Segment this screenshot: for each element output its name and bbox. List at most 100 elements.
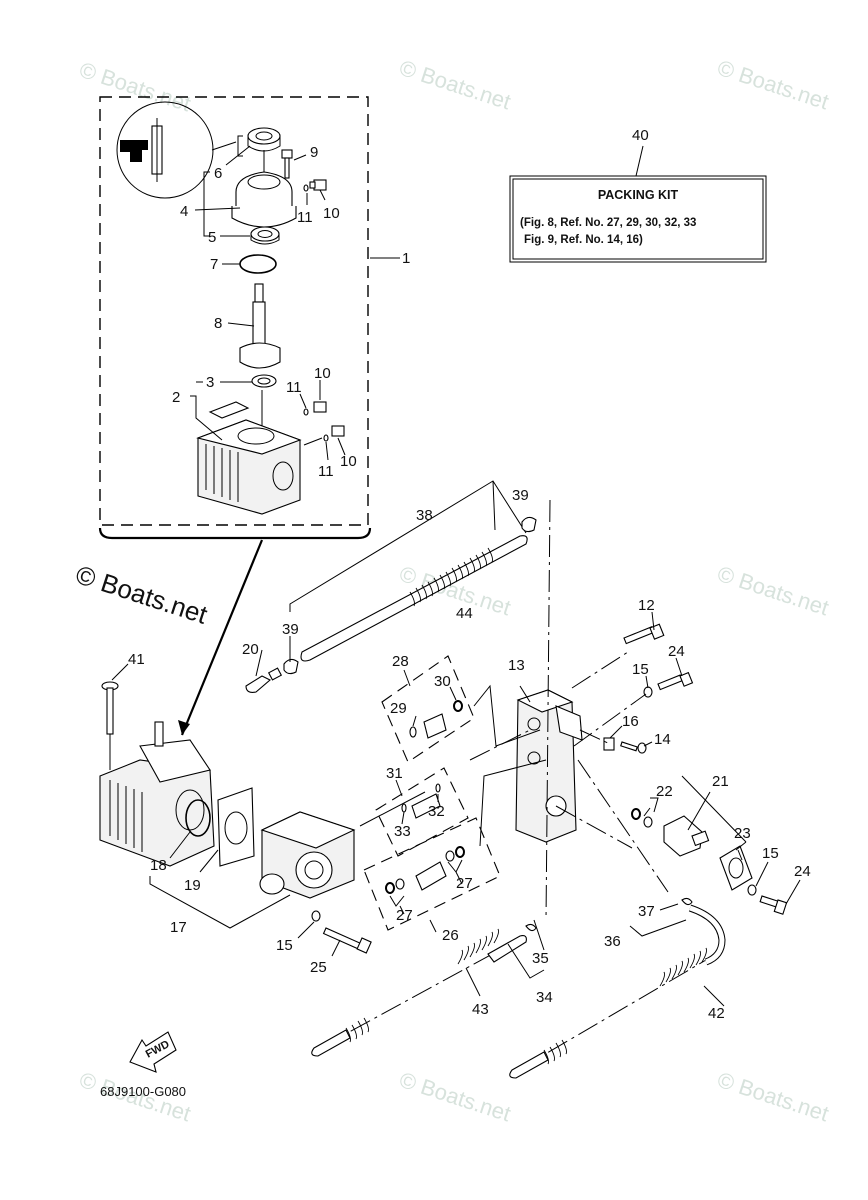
- callout-39b: 39: [282, 621, 299, 638]
- callout-42: 42: [708, 1005, 725, 1022]
- part-10-plug: [309, 179, 327, 191]
- callout-16: 16: [622, 713, 639, 730]
- callout-4: 4: [180, 203, 188, 220]
- callout-10c: 10: [340, 453, 357, 470]
- callout-43: 43: [472, 1001, 489, 1018]
- packing-kit-box: 40 PACKING KIT (Fig. 8, Ref. No. 27, 29,…: [509, 127, 767, 263]
- part-16-clamp: [603, 737, 615, 751]
- part-5-seal: [250, 226, 280, 245]
- callout-21: 21: [712, 773, 729, 790]
- callout-34: 34: [536, 989, 553, 1006]
- part-15-washer: [643, 686, 653, 698]
- callout-41: 41: [128, 651, 145, 668]
- part-38-cable: [289, 480, 528, 662]
- callout-3: 3: [206, 374, 214, 391]
- callout-12: 12: [638, 597, 655, 614]
- callout-27a: 27: [456, 875, 473, 892]
- callout-6: 6: [214, 165, 222, 182]
- watermark: © Boats.net: [76, 57, 193, 116]
- group-31-box: [375, 767, 469, 857]
- callout-5: 5: [208, 229, 216, 246]
- callout-29: 29: [390, 700, 407, 717]
- part-2-cylinder: [196, 401, 302, 515]
- leader-lines-center: [389, 611, 683, 933]
- part-19-gasket: [217, 787, 255, 867]
- callout-11a: 11: [297, 209, 313, 226]
- part-21-sensor: [663, 815, 710, 857]
- callouts-main: 38 39 39 44 20 41 28 29 30 13 12 15 24 1…: [128, 487, 811, 1022]
- callout-2: 2: [172, 389, 180, 406]
- assembly-pump-body: [259, 811, 356, 899]
- part-24-bolt: [759, 895, 788, 915]
- part-7-oring: [239, 254, 277, 274]
- callout-10a: 10: [323, 205, 340, 222]
- part-10-plug: [313, 401, 327, 413]
- callout-17: 17: [170, 919, 187, 936]
- part-41-bolt: [101, 681, 119, 735]
- part-22-oring: [631, 808, 653, 828]
- leader-lines-subassembly: [190, 145, 346, 461]
- packing-kit-line1: (Fig. 8, Ref. No. 27, 29, 30, 32, 33: [520, 217, 696, 229]
- callout-23: 23: [734, 825, 751, 842]
- callout-8: 8: [214, 315, 222, 332]
- part-3-seal: [251, 374, 277, 388]
- part-25-bolt: [322, 927, 372, 954]
- callout-38: 38: [416, 507, 433, 524]
- callout-30: 30: [434, 673, 451, 690]
- part-14-screw: [620, 741, 647, 754]
- part-23-flange: [719, 845, 753, 891]
- callout-20: 20: [242, 641, 259, 658]
- part-11-oring: [303, 184, 309, 192]
- callout-15c: 15: [276, 937, 293, 954]
- callouts-subassembly: 1 2 3 4 5 6 7 8 9 10 10 10 11 11 11: [172, 144, 410, 480]
- watermark: © Boats.net: [714, 561, 831, 620]
- part-13-valve-block: [515, 689, 583, 843]
- leader-lines-left: [111, 636, 426, 957]
- part-36-hose: [681, 897, 726, 966]
- callout-11c: 11: [318, 463, 334, 480]
- callout-36: 36: [604, 933, 621, 950]
- group-26-box: [363, 759, 547, 931]
- magnifier-inset: [116, 101, 243, 199]
- callout-18: 18: [150, 857, 167, 874]
- callout-19: 19: [184, 877, 201, 894]
- group-28-box: [381, 655, 541, 763]
- callout-10b: 10: [314, 365, 331, 382]
- watermark: © Boats.net: [714, 1067, 831, 1126]
- callout-44: 44: [456, 605, 473, 622]
- callout-13: 13: [508, 657, 525, 674]
- part-20-fitting: [245, 667, 283, 693]
- callout-24b: 24: [794, 863, 811, 880]
- part-39-clip: [283, 516, 537, 675]
- part-11-oring: [323, 434, 329, 442]
- part-35-clip: [525, 923, 537, 932]
- callout-39a: 39: [512, 487, 529, 504]
- fwd-arrow: FWD: [129, 1031, 177, 1073]
- part-6-bearing: [247, 127, 281, 152]
- packing-kit-line2: Fig. 9, Ref. No. 14, 16): [524, 234, 643, 246]
- callout-40: 40: [632, 127, 649, 144]
- callout-27b: 27: [396, 907, 413, 924]
- callout-7: 7: [210, 256, 218, 273]
- callout-33: 33: [394, 823, 411, 840]
- callout-31: 31: [386, 765, 403, 782]
- callout-37: 37: [638, 903, 655, 920]
- callout-9: 9: [310, 144, 318, 161]
- callout-32: 32: [428, 803, 445, 820]
- callout-24a: 24: [668, 643, 685, 660]
- part-15-washer: [747, 884, 757, 896]
- callout-22: 22: [656, 783, 673, 800]
- callout-26: 26: [442, 927, 459, 944]
- part-18-oring: [185, 799, 211, 837]
- callout-28: 28: [392, 653, 409, 670]
- part-4-housing: [231, 171, 297, 228]
- callout-14: 14: [654, 731, 671, 748]
- part-24-bolt: [657, 671, 694, 691]
- assembly-cylinder-block: [99, 721, 215, 867]
- watermark: © Boats.net: [396, 55, 513, 114]
- callout-25: 25: [310, 959, 327, 976]
- subassembly-box: [98, 96, 400, 736]
- drawing-code: 68J9100-G080: [100, 1084, 186, 1099]
- part-12-bolt: [623, 623, 665, 645]
